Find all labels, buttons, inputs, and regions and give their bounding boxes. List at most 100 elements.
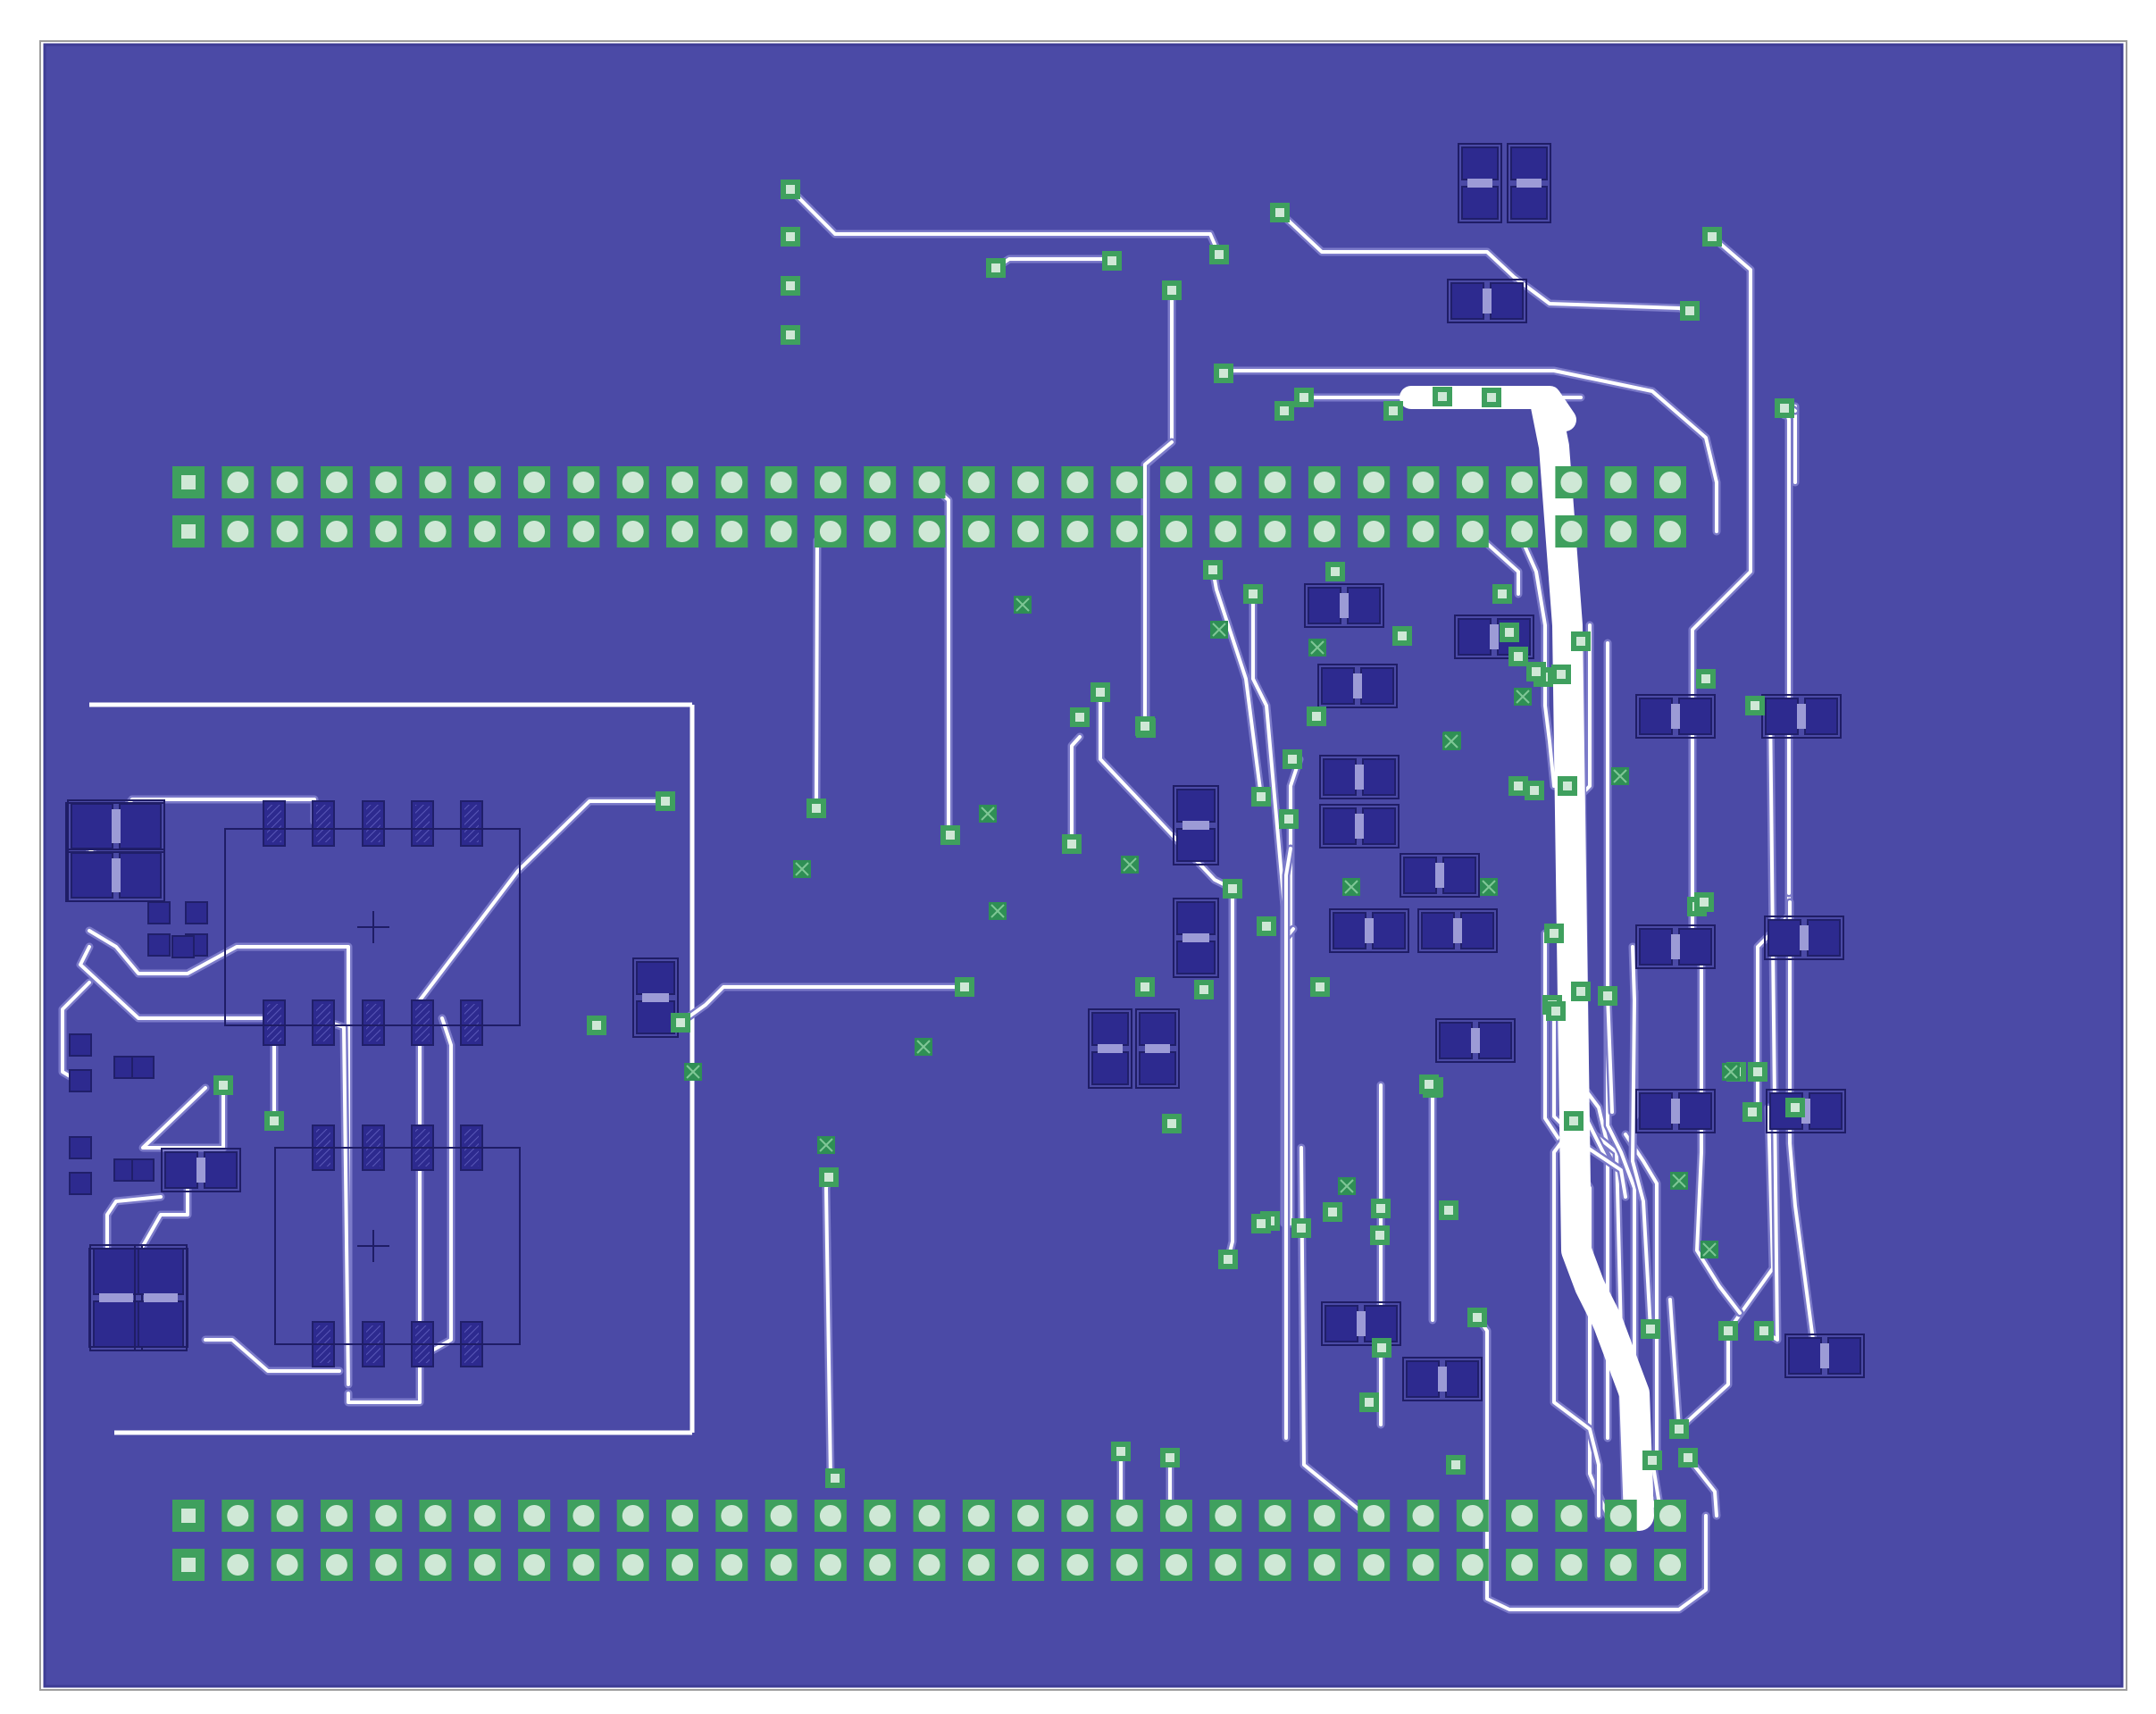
test-pad[interactable] bbox=[1162, 280, 1182, 300]
header-pin[interactable] bbox=[962, 1500, 995, 1532]
header-pin[interactable] bbox=[1258, 515, 1291, 548]
header-pin[interactable] bbox=[666, 1549, 698, 1581]
test-pad[interactable] bbox=[825, 1468, 845, 1488]
test-pad[interactable] bbox=[1251, 1214, 1271, 1233]
header-pin[interactable] bbox=[1061, 1500, 1094, 1532]
header-pin[interactable] bbox=[271, 1549, 304, 1581]
test-pad[interactable] bbox=[819, 1167, 839, 1187]
header-pin[interactable] bbox=[962, 515, 995, 548]
smd-component[interactable] bbox=[1635, 924, 1716, 969]
header-pin[interactable] bbox=[715, 1549, 748, 1581]
header-pin[interactable] bbox=[1456, 466, 1489, 498]
test-pad[interactable] bbox=[1091, 682, 1110, 702]
header-pin[interactable] bbox=[962, 1549, 995, 1581]
test-pad[interactable] bbox=[1062, 834, 1082, 854]
header-pin[interactable] bbox=[271, 515, 304, 548]
test-pad[interactable] bbox=[986, 258, 1006, 278]
test-pad[interactable] bbox=[1135, 977, 1155, 997]
ic-pad[interactable] bbox=[362, 999, 385, 1046]
smd-component[interactable] bbox=[1761, 694, 1842, 739]
header-pin[interactable] bbox=[172, 1500, 205, 1532]
header-pin[interactable] bbox=[1604, 515, 1637, 548]
smd-component[interactable] bbox=[1321, 1301, 1401, 1346]
test-pad[interactable] bbox=[1370, 1225, 1390, 1245]
header-pin[interactable] bbox=[320, 515, 353, 548]
header-pin[interactable] bbox=[666, 1500, 698, 1532]
header-pin[interactable] bbox=[1604, 1549, 1637, 1581]
header-pin[interactable] bbox=[1555, 515, 1588, 548]
header-pin[interactable] bbox=[172, 1549, 205, 1581]
header-pin[interactable] bbox=[1209, 1549, 1242, 1581]
header-pin[interactable] bbox=[715, 515, 748, 548]
smd-component[interactable] bbox=[1764, 916, 1844, 960]
header-pin[interactable] bbox=[1358, 515, 1391, 548]
test-pad[interactable] bbox=[1571, 631, 1591, 651]
test-pad[interactable] bbox=[1359, 1392, 1379, 1412]
header-pin[interactable] bbox=[468, 1549, 501, 1581]
header-pin[interactable] bbox=[221, 1549, 255, 1581]
ic-pad[interactable] bbox=[263, 800, 286, 847]
header-pin[interactable] bbox=[1160, 1549, 1192, 1581]
header-pin[interactable] bbox=[567, 1549, 600, 1581]
header-pin[interactable] bbox=[864, 1500, 897, 1532]
smd-component[interactable] bbox=[1447, 279, 1527, 323]
smd-component[interactable] bbox=[1319, 755, 1400, 799]
header-pin[interactable] bbox=[765, 1500, 798, 1532]
header-pin[interactable] bbox=[518, 1500, 551, 1532]
header-pin[interactable] bbox=[1061, 515, 1094, 548]
header-pin[interactable] bbox=[765, 1549, 798, 1581]
test-pad[interactable] bbox=[1439, 1200, 1458, 1220]
header-pin[interactable] bbox=[1456, 1549, 1489, 1581]
test-pad[interactable] bbox=[1696, 669, 1716, 689]
ic-pad[interactable] bbox=[263, 999, 286, 1046]
header-pin[interactable] bbox=[814, 466, 847, 498]
test-pad[interactable] bbox=[213, 1075, 233, 1095]
test-pad[interactable] bbox=[1307, 707, 1326, 726]
header-pin[interactable] bbox=[1110, 515, 1143, 548]
header-pin[interactable] bbox=[616, 466, 649, 498]
header-pin[interactable] bbox=[1654, 515, 1686, 548]
test-pad[interactable] bbox=[1218, 1250, 1238, 1269]
header-pin[interactable] bbox=[1110, 466, 1143, 498]
test-pad[interactable] bbox=[1257, 916, 1276, 936]
header-pin[interactable] bbox=[1506, 515, 1539, 548]
header-pin[interactable] bbox=[370, 1549, 403, 1581]
test-pad[interactable] bbox=[1251, 787, 1271, 807]
header-pin[interactable] bbox=[1160, 1500, 1192, 1532]
header-pin[interactable] bbox=[1506, 466, 1539, 498]
header-pin[interactable] bbox=[370, 1500, 403, 1532]
test-pad[interactable] bbox=[1508, 776, 1528, 796]
header-pin[interactable] bbox=[1209, 1500, 1242, 1532]
test-pad[interactable] bbox=[1775, 398, 1794, 418]
header-pin[interactable] bbox=[1555, 1549, 1588, 1581]
test-pad[interactable] bbox=[1325, 562, 1345, 581]
test-pad[interactable] bbox=[1748, 1062, 1767, 1082]
header-pin[interactable] bbox=[1209, 515, 1242, 548]
header-pin[interactable] bbox=[567, 1500, 600, 1532]
smd-component[interactable] bbox=[1173, 898, 1219, 978]
header-pin[interactable] bbox=[1012, 1549, 1045, 1581]
ic-pad[interactable] bbox=[411, 800, 434, 847]
header-pin[interactable] bbox=[468, 466, 501, 498]
header-pin[interactable] bbox=[1209, 466, 1242, 498]
smd-component[interactable] bbox=[1435, 1018, 1516, 1063]
header-pin[interactable] bbox=[172, 466, 205, 498]
test-pad[interactable] bbox=[955, 977, 974, 997]
test-pad[interactable] bbox=[1745, 696, 1765, 715]
test-pad[interactable] bbox=[1508, 647, 1528, 666]
test-pad[interactable] bbox=[1467, 1308, 1487, 1327]
header-pin[interactable] bbox=[1160, 515, 1192, 548]
smd-component[interactable] bbox=[1784, 1334, 1865, 1378]
ic-pad[interactable] bbox=[362, 800, 385, 847]
header-pin[interactable] bbox=[468, 515, 501, 548]
smd-component[interactable] bbox=[67, 799, 165, 853]
smd-component[interactable] bbox=[1317, 664, 1398, 708]
header-pin[interactable] bbox=[1654, 1500, 1686, 1532]
header-pin[interactable] bbox=[419, 515, 452, 548]
test-pad[interactable] bbox=[1214, 364, 1233, 383]
test-pad[interactable] bbox=[1669, 1419, 1689, 1439]
smd-component[interactable] bbox=[1507, 143, 1551, 223]
test-pad[interactable] bbox=[1162, 1114, 1182, 1133]
test-pad[interactable] bbox=[264, 1111, 284, 1131]
